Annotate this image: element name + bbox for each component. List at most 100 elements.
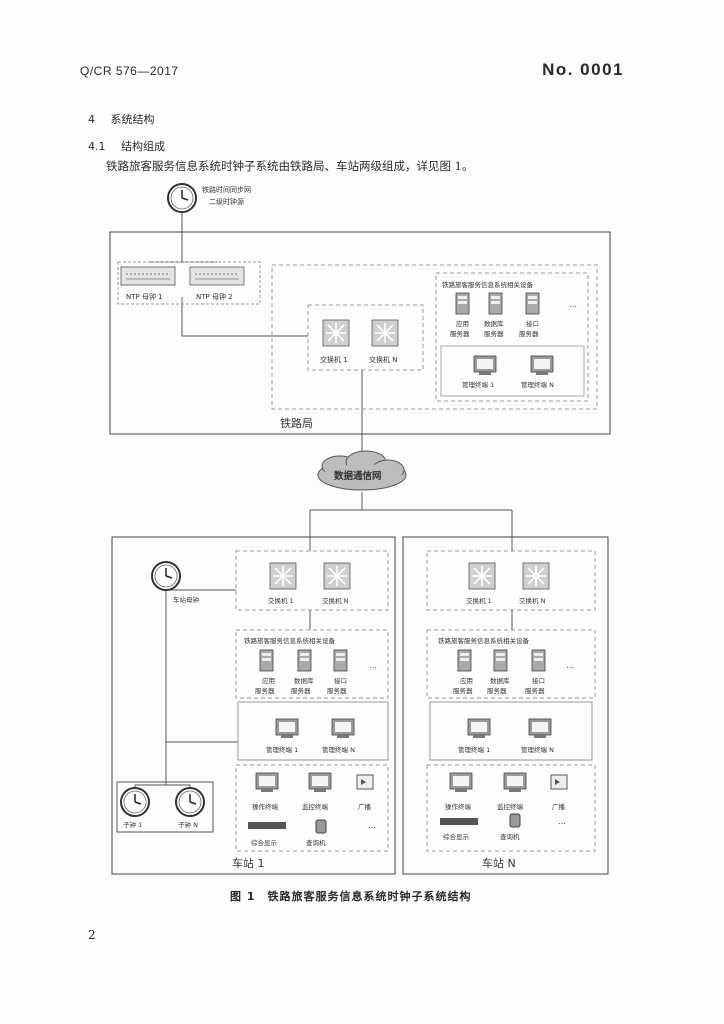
station-1-master-clock-label: 车站母钟 (173, 595, 200, 604)
station-n-broadcast-icon (550, 774, 568, 790)
bureau-app-server-label-1: 应用 (456, 319, 469, 328)
station-1-server-ellipsis: … (369, 661, 377, 670)
station-1-query-label: 查询机 (306, 838, 326, 847)
station-1-query-icon (315, 819, 327, 834)
station-1-switch-1-icon (269, 562, 297, 590)
station-n-equipment-title: 铁路旅客服务信息系统相关设备 (438, 636, 530, 645)
connection-lines (134, 213, 513, 790)
station-1-subclock-1-icon (120, 787, 150, 817)
station-n-equipment-group (426, 629, 596, 699)
station-n-display-icon (440, 818, 478, 825)
bureau-frame (109, 231, 611, 435)
section-heading: 4 系统结构 (88, 111, 155, 127)
station-n-db-server-icon (493, 649, 508, 672)
station-1-operator-terminal-icon (255, 772, 279, 793)
bureau-switch-n-icon (371, 319, 399, 347)
station-1-mgmt-group (237, 701, 389, 761)
bureau-mgmt-terminal-1-label: 管理终端 1 (462, 380, 494, 389)
station-n-display-label: 综合显示 (443, 832, 470, 841)
station-1-switch-n-icon (323, 562, 351, 590)
bureau-db-server-icon (488, 292, 503, 315)
station-n-mgmt-terminal-1-icon (467, 718, 491, 739)
bureau-switch-group (307, 304, 424, 371)
station-1-app-server-icon (259, 649, 274, 672)
station-1-interface-server-icon (333, 649, 348, 672)
bureau-mgmt-terminal-n-label: 管理终端 N (521, 380, 554, 389)
station-1-db-server-icon (297, 649, 312, 672)
station-1-display-label: 综合显示 (251, 838, 278, 847)
station-n-server-ellipsis: … (566, 661, 574, 670)
station-1-interface-server-label-2: 服务器 (327, 686, 347, 695)
station-n-app-server-label-1: 应用 (460, 676, 473, 685)
standard-code: Q/CR 576—2017 (80, 64, 179, 78)
ntp-clock-1-label: NTP 母钟 1 (126, 292, 163, 301)
bureau-switch-1-icon (322, 319, 350, 347)
bureau-interface-server-label-2: 服务器 (519, 329, 539, 338)
station-n-terminal-ellipsis: … (558, 817, 566, 826)
station-n-interface-server-icon (531, 649, 546, 672)
ntp-clock-2-icon (189, 266, 245, 286)
bureau-equipment-title: 铁路旅客服务信息系统相关设备 (442, 280, 534, 289)
ntp-clock-2-label: NTP 母钟 2 (196, 292, 233, 301)
station-1-interface-server-label-1: 接口 (334, 676, 347, 685)
section-number: 4 (88, 113, 95, 126)
bureau-mgmt-terminal-1-icon (473, 355, 497, 376)
station-1-operator-terminal-label: 操作终端 (252, 802, 279, 811)
station-n-switch-1-label: 交换机 1 (466, 596, 492, 605)
station-n-query-label: 查询机 (500, 832, 520, 841)
bureau-terminal-group (440, 345, 585, 397)
station-1-mgmt-terminal-1-label: 管理终端 1 (266, 745, 298, 754)
station-1-subclock-n-icon (175, 787, 205, 817)
station-n-monitor-terminal-icon (503, 772, 527, 793)
station-1-db-server-label-1: 数据库 (294, 676, 314, 685)
station-n-switch-group (426, 550, 596, 611)
serial-number: No. 0001 (542, 60, 624, 79)
station-1-terminal-ellipsis: … (368, 821, 376, 830)
ntp-group (117, 261, 261, 305)
section-title: 系统结构 (110, 113, 155, 126)
station-1-master-clock-icon (151, 561, 181, 591)
station-n-interface-server-label-2: 服务器 (525, 686, 545, 695)
station-n-mgmt-terminal-n-label: 管理终端 N (521, 745, 554, 754)
station-1-equipment-group (235, 629, 389, 699)
station-1-label: 车站 1 (232, 856, 265, 870)
bureau-outer-group (271, 264, 598, 410)
station-1-subclock-1-label: 子钟 1 (123, 820, 142, 829)
subsection-title: 结构组成 (121, 140, 165, 153)
bureau-db-server-label-2: 服务器 (484, 329, 504, 338)
station-1-monitor-terminal-label: 监控终端 (302, 802, 329, 811)
subsection-heading: 4.1 结构组成 (88, 138, 165, 154)
page-number: 2 (88, 928, 96, 942)
body-paragraph: 铁路旅客服务信息系统时钟子系统由铁路局、车站两级组成，详见图 1。 (106, 159, 474, 173)
ntp-clock-1-icon (120, 266, 176, 286)
station-1-mgmt-terminal-n-label: 管理终端 N (322, 745, 355, 754)
station-n-interface-server-label-1: 接口 (532, 676, 545, 685)
station-1-frame (111, 536, 396, 875)
station-1-subclock-n-label: 子钟 N (178, 820, 198, 829)
station-n-switch-n-label: 交换机 N (519, 596, 546, 605)
master-clock-icon (167, 183, 197, 213)
station-n-frame (402, 536, 609, 875)
station-n-mgmt-group (429, 701, 593, 761)
station-n-app-server-label-2: 服务器 (453, 686, 473, 695)
subsection-number: 4.1 (88, 140, 106, 153)
bureau-server-ellipsis: … (569, 300, 577, 309)
station-1-switch-group (235, 550, 389, 611)
bureau-label: 铁路局 (280, 417, 313, 430)
station-1-switch-1-label: 交换机 1 (268, 596, 294, 605)
station-1-monitor-terminal-icon (308, 772, 332, 793)
bureau-app-server-icon (455, 292, 470, 315)
station-1-display-icon (248, 822, 286, 829)
station-n-db-server-label-1: 数据库 (490, 676, 510, 685)
station-n-terminal-group (426, 764, 596, 852)
station-1-app-server-label-1: 应用 (262, 676, 275, 685)
station-1-app-server-label-2: 服务器 (255, 686, 275, 695)
bureau-db-server-label-1: 数据库 (484, 319, 504, 328)
station-n-operator-terminal-label: 操作终端 (445, 802, 472, 811)
station-1-equipment-title: 铁路旅客服务信息系统相关设备 (244, 636, 336, 645)
station-n-mgmt-terminal-1-label: 管理终端 1 (458, 745, 490, 754)
master-clock-label-2: 二级时钟源 (209, 197, 244, 206)
station-1-switch-n-label: 交换机 N (322, 596, 349, 605)
figure-caption: 图 1 铁路旅客服务信息系统时钟子系统结构 (230, 890, 472, 903)
